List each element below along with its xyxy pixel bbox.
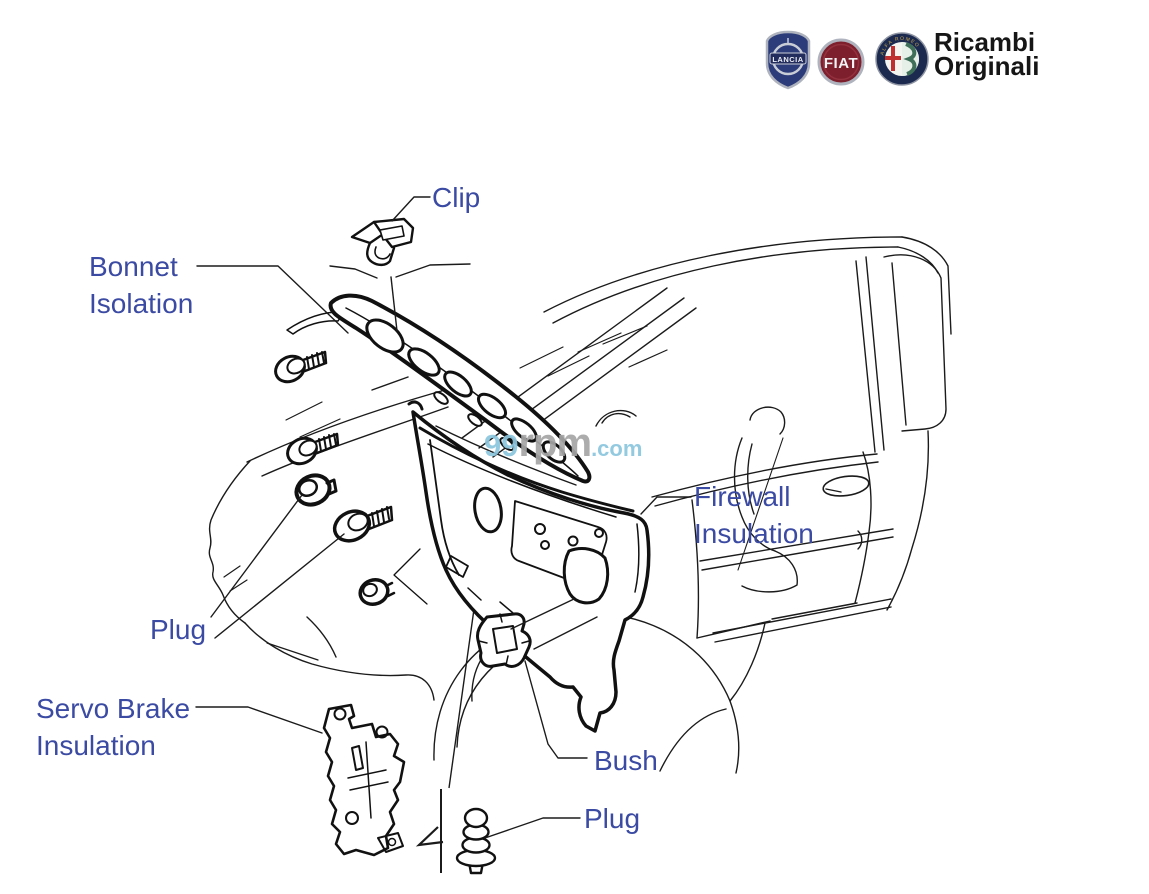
alfa-romeo-logo: ALFA ROMEO [875, 32, 929, 86]
label-bush-text: Bush [594, 745, 658, 776]
watermark-rpm: rpm [518, 421, 592, 465]
brand-title-line1: Ricambi [934, 27, 1036, 57]
label-bonnet-isolation: Bonnet Isolation [89, 248, 193, 322]
label-plug-bottom: Plug [584, 800, 640, 837]
plug-arrow [415, 826, 444, 847]
fiat-logo-text: FIAT [824, 55, 858, 72]
lancia-logo: LANCIA [765, 30, 811, 90]
brand-title-line2: Originali [934, 51, 1040, 81]
plug-screw-parts [274, 350, 396, 607]
label-plug-left: Plug [150, 611, 206, 648]
leader-lines [195, 196, 692, 839]
label-servo-line1: Servo Brake [36, 693, 191, 724]
bottom-plug-part [455, 807, 497, 875]
fiat-logo: FIAT [817, 38, 865, 86]
lancia-logo-text: LANCIA [772, 55, 803, 64]
bush-part [476, 612, 532, 668]
firewall-insulation-part [393, 400, 651, 733]
watermark-com: .com [591, 436, 643, 461]
clip-part [350, 217, 415, 267]
label-clip-text: Clip [432, 182, 481, 213]
servo-brake-insulation-part [322, 703, 406, 857]
label-bush: Bush [594, 742, 658, 779]
bonnet-isolation-part [286, 293, 592, 484]
label-servo-brake-insulation: Servo Brake Insulation [36, 690, 190, 764]
label-bonnet-line2: Isolation [89, 288, 194, 319]
label-bonnet-line1: Bonnet [89, 251, 178, 282]
label-clip: Clip [432, 179, 480, 216]
label-firewall-line1: Firewall [694, 481, 791, 512]
label-firewall-insulation: Firewall Insulation [694, 478, 814, 552]
watermark: 99 rpm .com [484, 421, 642, 466]
label-plug-bottom-text: Plug [584, 803, 641, 834]
watermark-99: 99 [484, 428, 519, 463]
brand-title: Ricambi Originali [934, 27, 1040, 81]
label-servo-line2: Insulation [36, 730, 156, 761]
label-firewall-line2: Insulation [694, 518, 814, 549]
label-plug-left-text: Plug [150, 614, 207, 645]
